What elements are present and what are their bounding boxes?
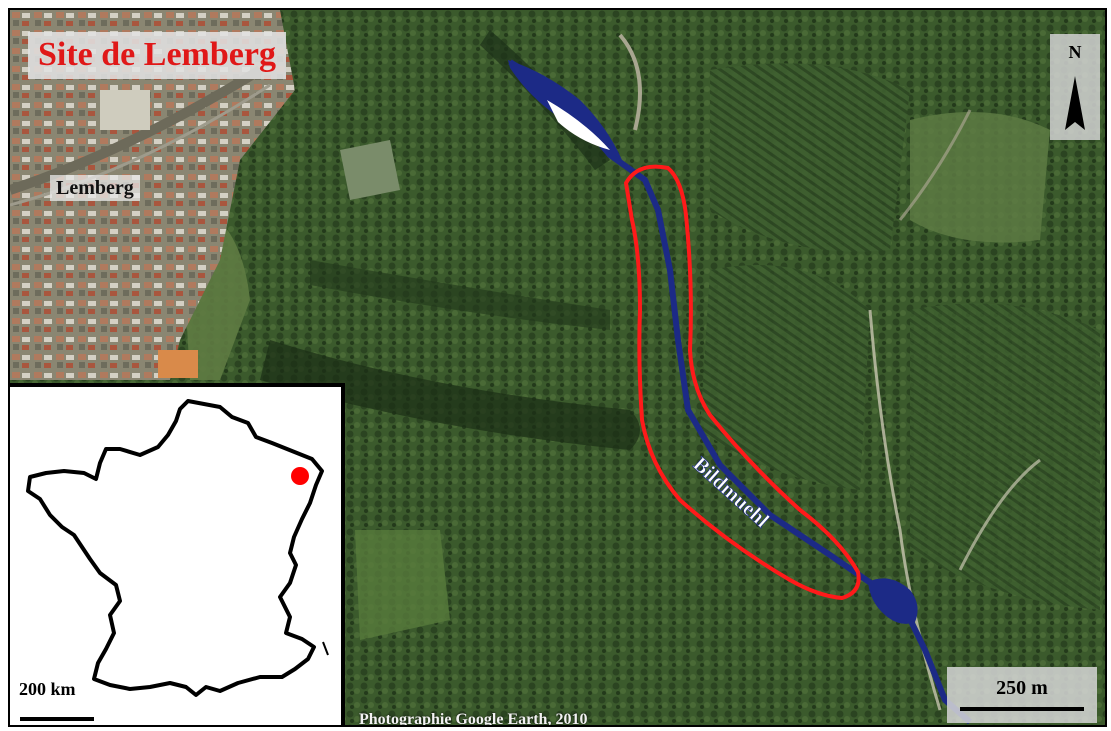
map-title: Site de Lemberg <box>28 32 286 79</box>
map-scale: 250 m <box>947 667 1097 723</box>
inset-scale-bar <box>20 717 94 721</box>
inset-scale-label: 200 km <box>19 679 76 699</box>
north-arrow-icon <box>1065 76 1085 130</box>
photo-credit: Photographie Google Earth, 2010 <box>359 711 588 725</box>
site-outline <box>624 164 861 600</box>
lower-pond <box>868 578 918 624</box>
map-scale-bar <box>960 707 1084 711</box>
france-outline <box>26 399 329 697</box>
map-scale-label: 250 m <box>996 677 1048 699</box>
site-location-marker <box>291 467 309 485</box>
north-label: N <box>1068 42 1082 62</box>
north-indicator: N <box>1050 34 1100 140</box>
aerial-map[interactable]: Site de Lemberg Lemberg Bildmuehl N 250 … <box>8 8 1107 727</box>
river-line <box>508 59 972 725</box>
inset-map-france: 200 km <box>10 383 345 725</box>
town-label: Lemberg <box>50 175 140 201</box>
